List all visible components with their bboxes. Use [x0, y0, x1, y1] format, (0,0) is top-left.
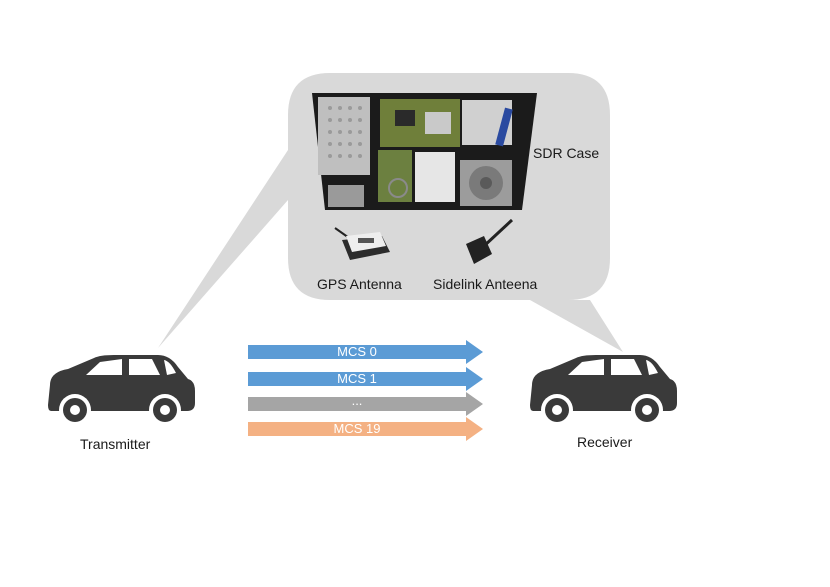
mcs-arrow-label: MCS 0 [337, 344, 377, 359]
receiver-car-icon [530, 355, 677, 426]
mcs-arrow-shaft [248, 372, 466, 386]
arrow-head-icon [466, 367, 483, 391]
arrow-head-icon [466, 417, 483, 441]
transmitter-car-icon [48, 355, 195, 426]
mcs-arrow-label: MCS 1 [337, 371, 377, 386]
arrow-head-icon [466, 392, 483, 416]
gps-antenna-image [334, 227, 390, 260]
mcs-arrow-label: ... [351, 393, 363, 408]
sdr-case-image [312, 93, 537, 210]
receiver-label: Receiver [577, 434, 633, 450]
mcs-arrow-shaft [248, 345, 466, 359]
mcs-arrow-shaft [248, 397, 466, 411]
sdr-case-label: SDR Case [533, 145, 600, 161]
sidelink-antenna-label: Sidelink Anteena [433, 276, 538, 292]
arrow-head-icon [466, 340, 483, 364]
gps-antenna-label: GPS Antenna [317, 276, 402, 292]
mcs-arrow-shaft [248, 422, 466, 436]
mcs-arrow-label: MCS 19 [333, 421, 381, 436]
transmitter-label: Transmitter [80, 436, 151, 452]
sidelink-antenna-image [466, 218, 514, 264]
